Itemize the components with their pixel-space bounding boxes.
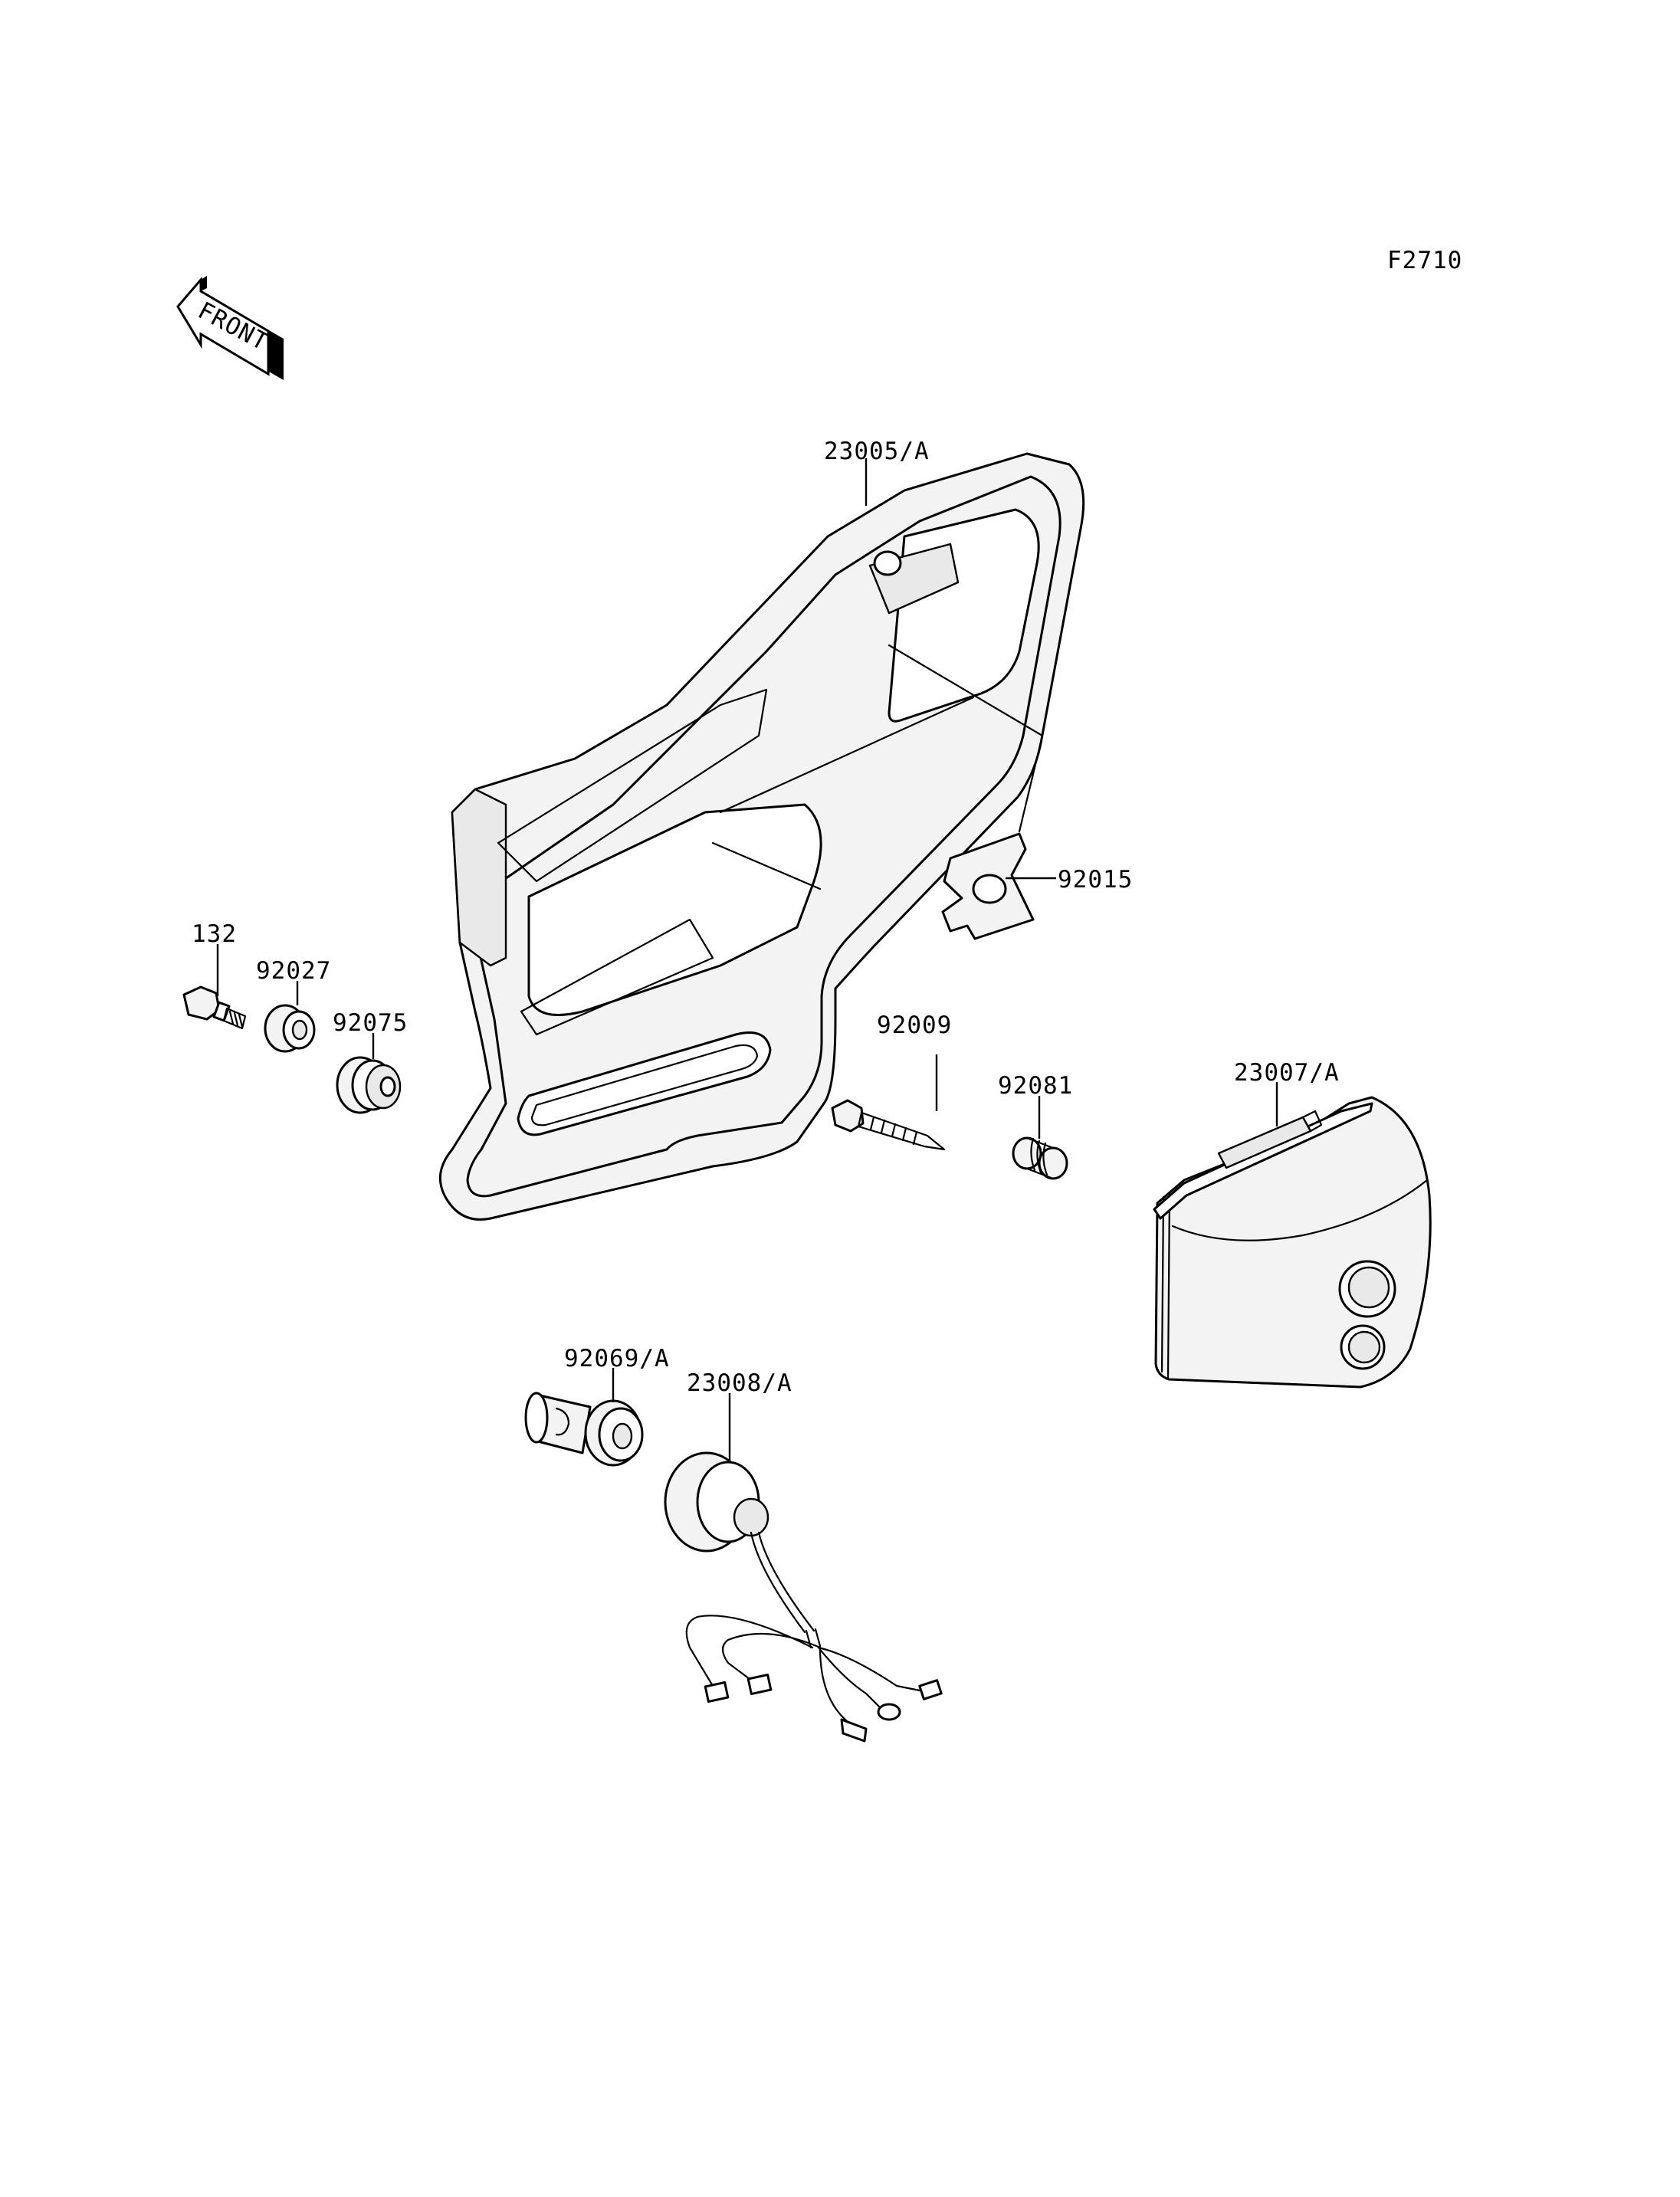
socket-callout: 23008/A xyxy=(687,1369,792,1397)
bulb-part xyxy=(524,1392,644,1467)
spring-part xyxy=(1012,1136,1068,1180)
socket-part xyxy=(664,1451,943,1743)
figure-code: F2710 xyxy=(1387,247,1462,274)
collar-part xyxy=(264,1004,316,1053)
collar-callout: 92027 xyxy=(256,957,331,985)
grommet-callout: 92075 xyxy=(333,1009,408,1037)
pad-callout: 92015 xyxy=(1058,866,1133,894)
pad-part xyxy=(941,832,1035,940)
screw-part xyxy=(831,1099,946,1151)
bolt-callout: 132 xyxy=(192,920,237,948)
lamp-assembly-part xyxy=(1153,1096,1432,1389)
spring-callout: 92081 xyxy=(998,1072,1073,1100)
bulb-callout: 92069/A xyxy=(564,1345,670,1372)
lamp-assembly-callout: 23007/A xyxy=(1234,1059,1340,1087)
cover-callout: 23005/A xyxy=(824,438,930,465)
side-cover-part xyxy=(438,452,1085,1221)
grommet-part xyxy=(336,1056,402,1114)
bolt-part xyxy=(182,985,247,1030)
front-arrow-icon: FRONT xyxy=(176,276,284,380)
screw-callout: 92009 xyxy=(877,1012,952,1039)
